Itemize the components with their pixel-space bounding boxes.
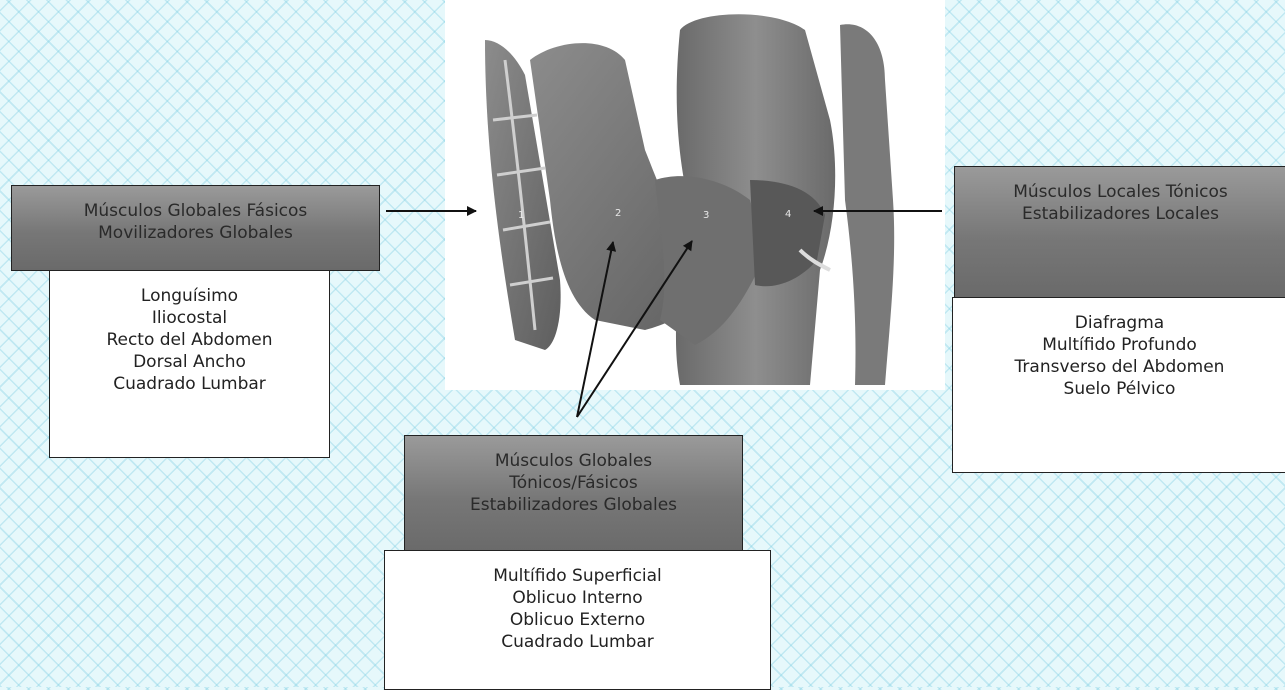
list-item: Oblicuo Externo: [385, 609, 770, 631]
list-item: Oblicuo Interno: [385, 587, 770, 609]
phasic-muscle-list: Longuísimo Iliocostal Recto del Abdomen …: [49, 270, 330, 458]
global-tonic-header-line-1: Músculos Globales: [405, 450, 742, 472]
list-item: Suelo Pélvico: [953, 378, 1285, 400]
local-header-line-1: Músculos Locales Tónicos: [955, 181, 1285, 203]
list-item: Dorsal Ancho: [50, 351, 329, 373]
global-tonic-header: Músculos Globales Tónicos/Fásicos Estabi…: [404, 435, 743, 552]
list-item: Transverso del Abdomen: [953, 356, 1285, 378]
local-header: Músculos Locales Tónicos Estabilizadores…: [954, 166, 1285, 298]
list-item: Diafragma: [953, 312, 1285, 334]
list-item: Cuadrado Lumbar: [50, 373, 329, 395]
global-tonic-muscle-list: Multífido Superficial Oblicuo Interno Ob…: [384, 550, 771, 690]
local-header-line-2: Estabilizadores Locales: [955, 203, 1285, 225]
phasic-header: Músculos Globales Fásicos Movilizadores …: [11, 185, 380, 271]
phasic-header-line-2: Movilizadores Globales: [12, 222, 379, 244]
list-item: Recto del Abdomen: [50, 329, 329, 351]
list-item: Multífido Profundo: [953, 334, 1285, 356]
global-tonic-header-line-2: Tónicos/Fásicos: [405, 472, 742, 494]
global-tonic-header-line-3: Estabilizadores Globales: [405, 494, 742, 516]
phasic-header-line-1: Músculos Globales Fásicos: [12, 200, 379, 222]
list-item: Multífido Superficial: [385, 565, 770, 587]
list-item: Longuísimo: [50, 285, 329, 307]
list-item: Iliocostal: [50, 307, 329, 329]
local-muscle-list: Diafragma Multífido Profundo Transverso …: [952, 297, 1285, 473]
list-item: Cuadrado Lumbar: [385, 631, 770, 653]
